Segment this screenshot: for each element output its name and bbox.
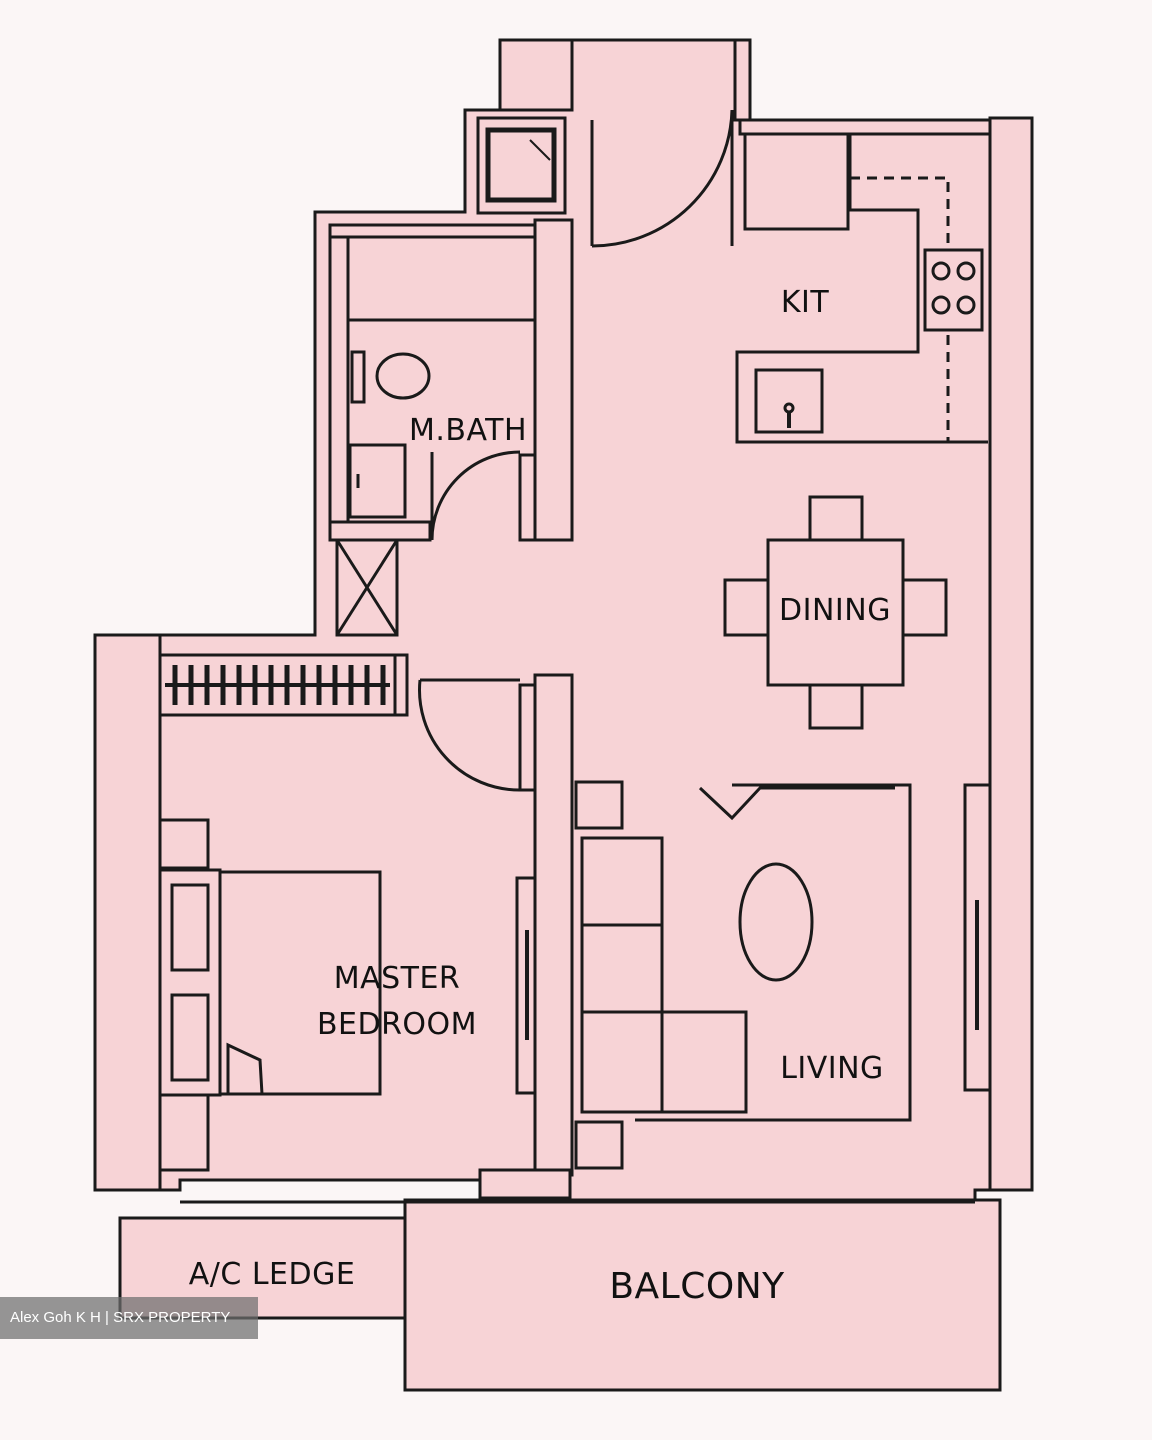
shelter-inner [485,127,557,203]
label-balcony: BALCONY [609,1266,785,1307]
wardrobe-hangers [172,665,386,705]
pillow-bottom [170,993,210,1082]
label-master-bedroom-line2: BEDROOM [317,1007,477,1042]
rug [635,783,912,1122]
dining-chair-right [901,578,948,637]
pillow-top [170,883,210,972]
dining-table [766,538,905,687]
bedroom-door-jamb [518,683,537,792]
label-living: LIVING [780,1051,884,1086]
label-ac-ledge: A/C LEDGE [189,1257,356,1292]
entrance-door [591,109,734,248]
hob [923,248,984,332]
label-master-bedroom-line1: MASTER [334,961,461,996]
left-bedroom-wall [93,633,162,1192]
shelter-outer [476,116,567,215]
right-exterior-wall [988,116,1034,1192]
watermark: Alex Goh K H | SRX PROPERTY [0,1297,258,1339]
dining-chair-top [808,495,864,542]
fridge [743,132,850,231]
bath-top-wall [328,223,537,239]
label-master-bath: M.BATH [409,413,527,448]
partition-base [478,1168,572,1200]
living-partition-wall [533,673,574,1177]
bedside-table-bottom [158,1093,210,1172]
kitchen-top-wall [738,118,992,136]
armchair [698,786,895,821]
bath-bottom-wall [328,520,432,542]
dining-chair-bottom [808,683,864,730]
bedside-table-top [158,818,210,870]
bath-side-wall [328,223,350,527]
bed-fold [226,1042,264,1096]
bedroom-door [418,679,521,792]
wardrobe-jamb [393,653,409,717]
balcony [403,1198,1002,1392]
toilet-bowl [375,352,431,400]
bath-door-jamb [518,453,537,542]
bath-partition-wall [533,218,574,542]
label-dining: DINING [779,593,891,628]
coffee-table [738,862,814,982]
dining-chair-left [723,578,770,637]
tv-console [574,780,624,830]
kitchen-dashed-line [850,176,950,442]
entrance-column-left [498,38,574,112]
sofa-l [580,836,748,1114]
entrance-column-right [733,38,752,122]
label-kitchen: KIT [781,285,830,320]
bath-door [430,450,521,541]
toilet-tank [350,350,366,404]
kitchen-counter [735,132,988,444]
side-table [574,1120,624,1170]
